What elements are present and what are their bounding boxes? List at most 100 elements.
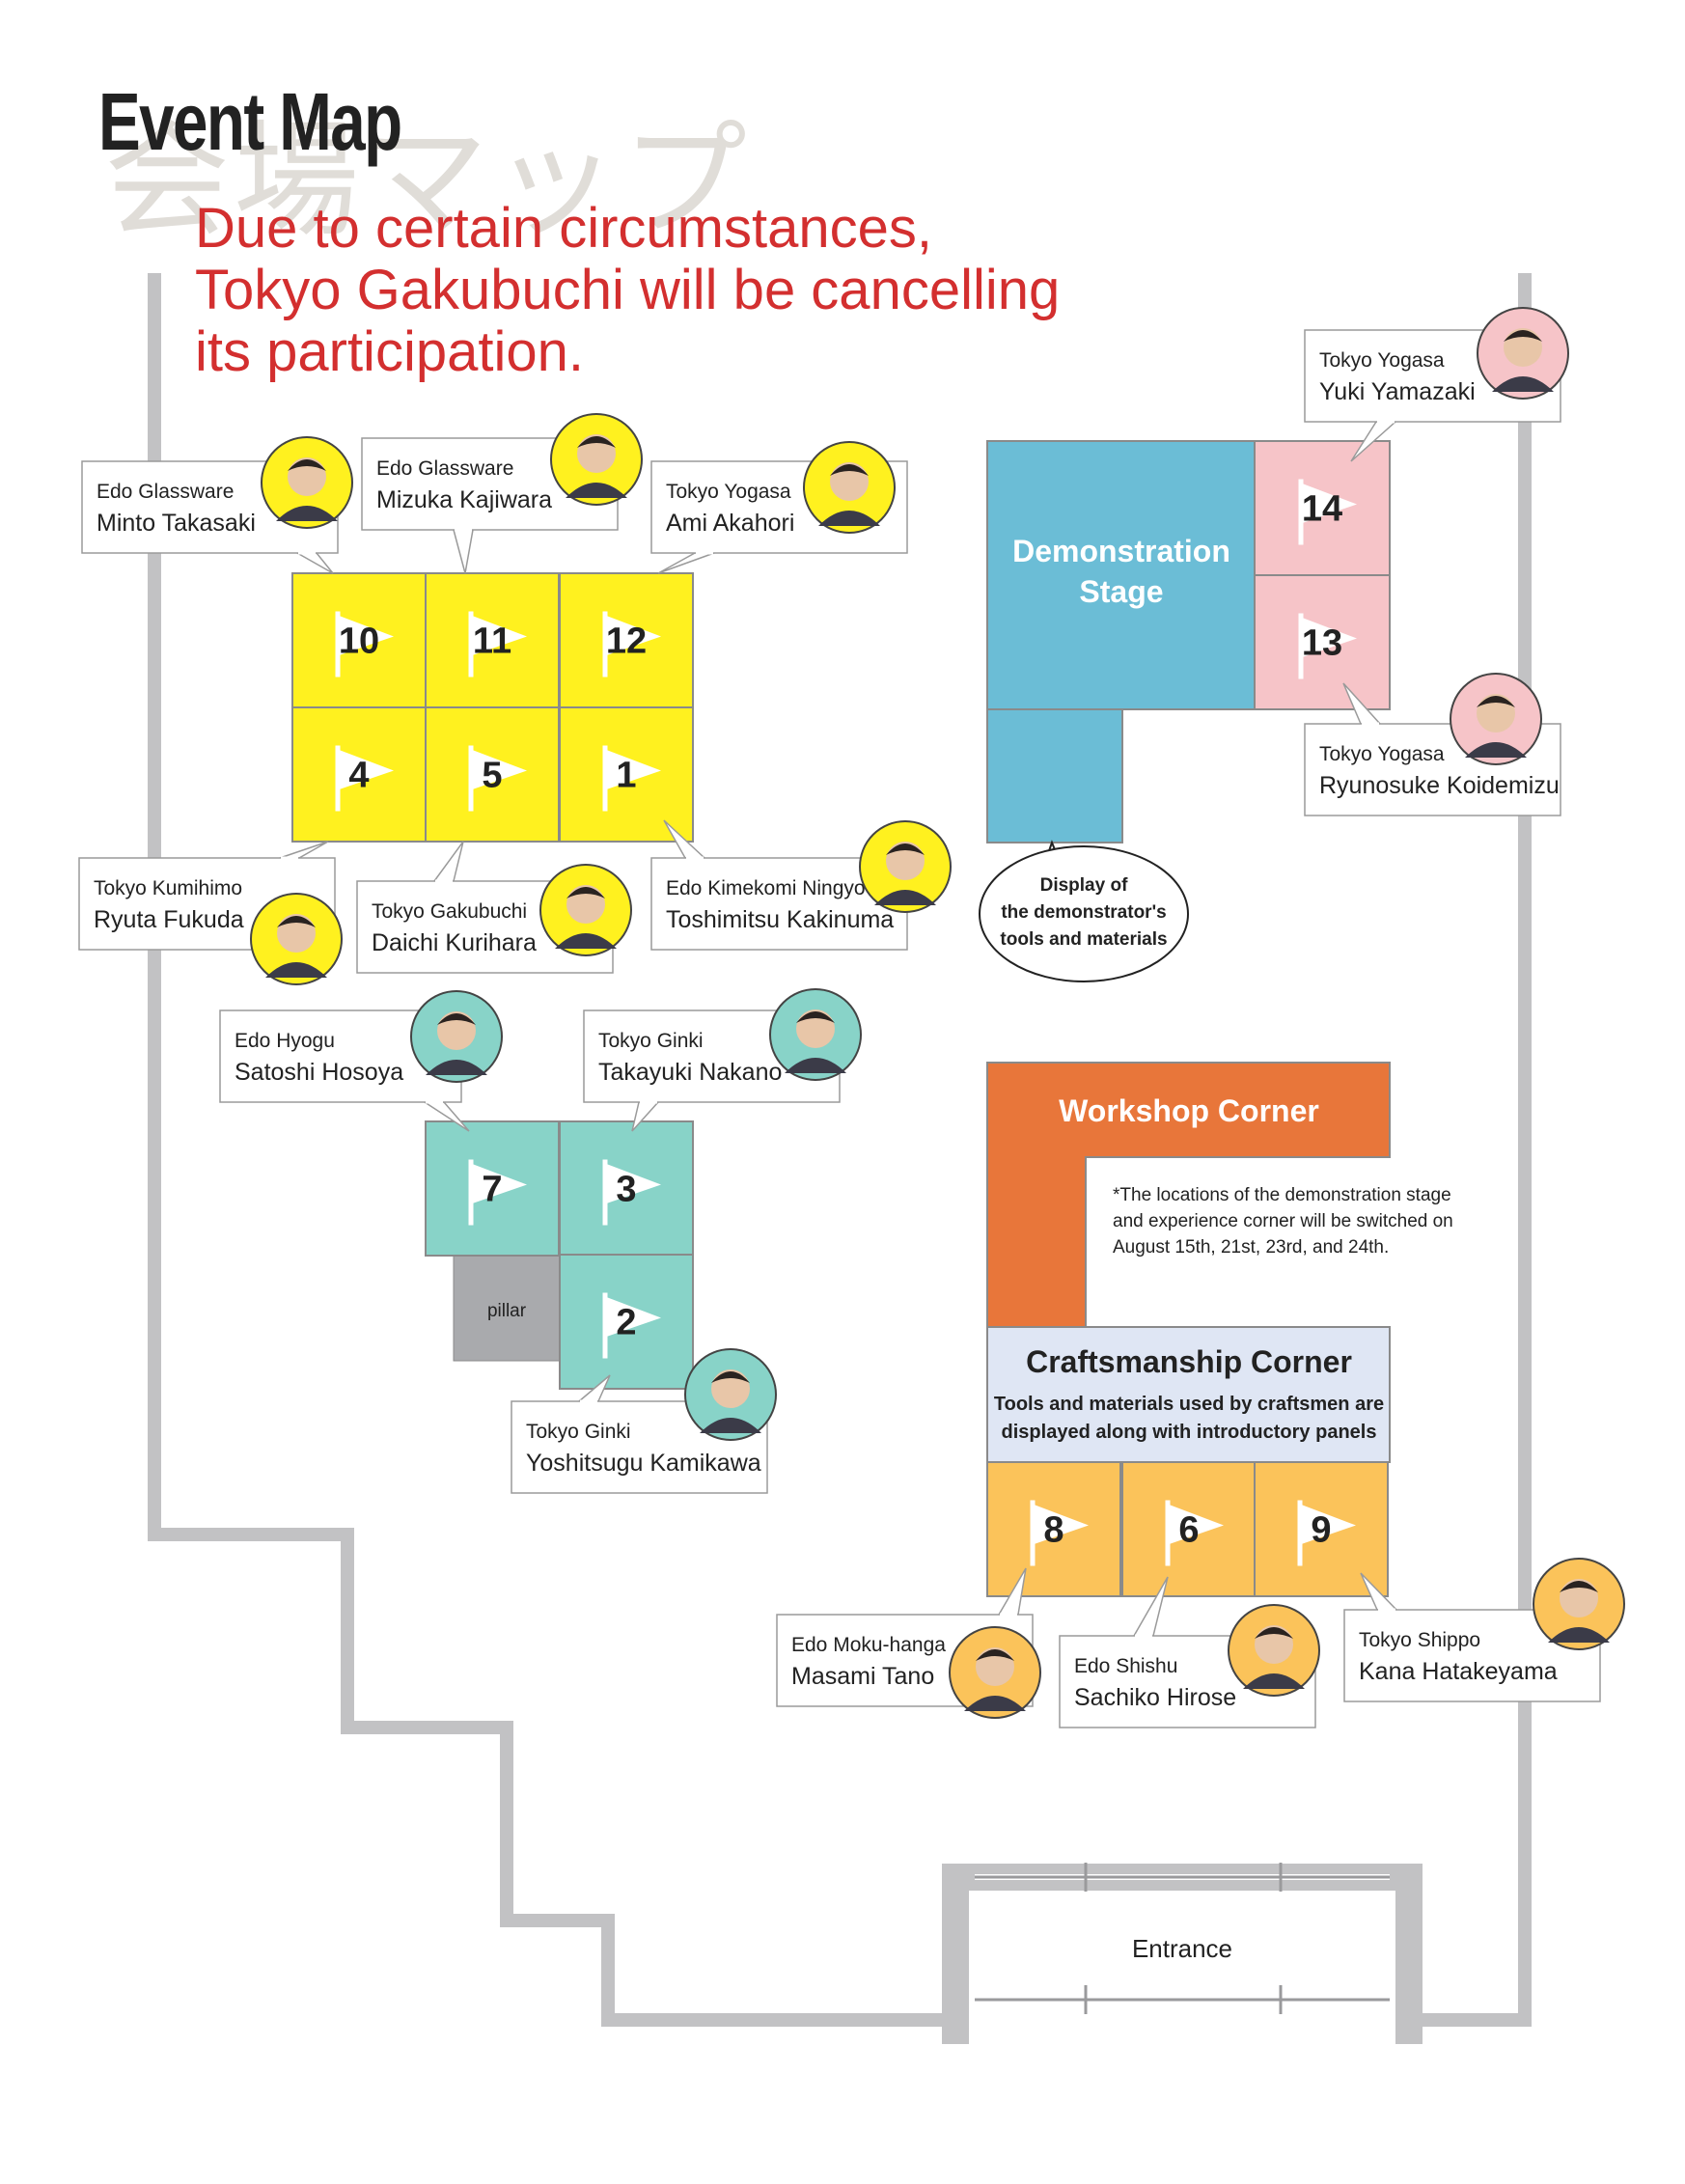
avatar <box>1450 673 1542 765</box>
flag-icon <box>602 1292 661 1359</box>
avatar <box>859 820 952 913</box>
workshop-note-line-1: *The locations of the demonstration stag… <box>1113 1185 1451 1205</box>
flag-icon <box>335 745 394 812</box>
flag-icon <box>335 611 394 677</box>
exhibitor-name: Ryuta Fukuda <box>94 906 244 933</box>
flag-icon <box>468 1159 527 1226</box>
flag-icon <box>468 745 527 812</box>
exhibitor-name: Toshimitsu Kakinuma <box>666 906 894 933</box>
booth-number: 4 <box>348 756 369 796</box>
avatar <box>1228 1604 1320 1697</box>
booth-number: 6 <box>1178 1510 1199 1551</box>
avatar <box>769 988 862 1081</box>
avatar <box>250 893 343 985</box>
avatar <box>1477 307 1569 400</box>
exhibitor-name: Kana Hatakeyama <box>1359 1658 1558 1685</box>
booth-number: 8 <box>1043 1510 1063 1551</box>
booth-4: 4 <box>291 706 427 843</box>
booth-13: 13 <box>1254 574 1391 710</box>
workshop-note-line-3: August 15th, 21st, 23rd, and 24th. <box>1113 1237 1389 1258</box>
booth-2: 2 <box>559 1254 694 1390</box>
avatar <box>410 990 503 1083</box>
workshop-corner-label: Workshop Corner <box>1059 1093 1319 1128</box>
craftsmanship-desc-line-1: Tools and materials used by craftsmen ar… <box>994 1394 1384 1415</box>
flag-icon <box>1298 613 1357 679</box>
flag-icon <box>602 1159 661 1226</box>
booth-number: 5 <box>482 756 502 796</box>
workshop-note-line-2: and experience corner will be switched o… <box>1113 1211 1453 1231</box>
flag-icon <box>602 745 661 812</box>
exhibitor-name: Minto Takasaki <box>97 510 256 537</box>
exhibitor-craft: Tokyo Yogasa <box>1319 349 1445 372</box>
exhibitor-name: Masami Tano <box>791 1663 934 1690</box>
entrance: Entrance <box>942 1863 1423 2044</box>
bubble-line-3: tools and materials <box>1000 929 1167 950</box>
bubble-line-2: the demonstrator's <box>1001 902 1166 923</box>
exhibitor-name: Satoshi Hosoya <box>235 1059 403 1086</box>
exhibitor-craft: Tokyo Yogasa <box>1319 743 1445 765</box>
notice-line-1: Due to certain circumstances, <box>195 197 932 260</box>
booth-3: 3 <box>559 1120 694 1257</box>
booth-number: 11 <box>473 622 511 662</box>
demonstration-stage: Demonstration Stage <box>986 440 1256 843</box>
flag-icon <box>1165 1500 1224 1566</box>
booth-11: 11 <box>425 572 560 708</box>
display-bubble: Display of the demonstrator's tools and … <box>979 840 1189 982</box>
exhibitor-name: Yuki Yamazaki <box>1319 378 1476 405</box>
exhibitor-craft: Edo Kimekomi Ningyo <box>666 877 866 899</box>
avatar <box>550 413 643 506</box>
exhibitor-craft: Edo Glassware <box>376 457 513 480</box>
page-title: Event Map <box>98 76 402 167</box>
booth-9: 9 <box>1254 1461 1389 1597</box>
avatar <box>261 436 353 529</box>
flag-icon <box>1298 479 1357 545</box>
exhibitor-craft: Edo Hyogu <box>235 1030 335 1052</box>
booth-number: 13 <box>1302 623 1342 664</box>
workshop-corner: Workshop Corner *The locations of the de… <box>986 1062 1453 1328</box>
booth-number: 1 <box>616 756 636 796</box>
exhibitor-craft: Tokyo Gakubuchi <box>372 900 527 923</box>
pillar-label: pillar <box>487 1301 527 1321</box>
booth-number: 3 <box>616 1170 636 1210</box>
exhibitor-craft: Tokyo Kumihimo <box>94 877 242 899</box>
exhibitor-craft: Tokyo Ginki <box>598 1030 704 1052</box>
cancellation-notice: Due to certain circumstances, Tokyo Gaku… <box>195 198 1257 383</box>
booth-8: 8 <box>986 1461 1121 1597</box>
booth-number: 9 <box>1311 1510 1331 1551</box>
exhibitor-craft: Edo Moku-hanga <box>791 1634 946 1656</box>
exhibitor-name: Ami Akahori <box>666 510 794 537</box>
flag-icon <box>1297 1500 1356 1566</box>
right-wall <box>1409 273 1532 2027</box>
booth-number: 10 <box>339 622 379 662</box>
exhibitor-name: Takayuki Nakano <box>598 1059 782 1086</box>
booth-10: 10 <box>291 572 427 708</box>
exhibitor-name: Mizuka Kajiwara <box>376 486 552 513</box>
notice-line-3: its participation. <box>195 320 584 383</box>
avatar <box>684 1348 777 1441</box>
exhibitor-name: Yoshitsugu Kamikawa <box>526 1450 761 1477</box>
pillar: pillar <box>453 1254 561 1362</box>
exhibitor-craft: Tokyo Shippo <box>1359 1629 1480 1651</box>
exhibitor-craft: Tokyo Yogasa <box>666 481 791 503</box>
exhibitor-craft: Tokyo Ginki <box>526 1421 631 1443</box>
booth-1: 1 <box>559 706 694 843</box>
exhibitor-name: Sachiko Hirose <box>1074 1684 1236 1711</box>
left-wall <box>148 273 955 2027</box>
booth-number: 2 <box>616 1303 636 1343</box>
exhibitor-craft: Edo Glassware <box>97 481 234 503</box>
booth-7: 7 <box>425 1120 560 1257</box>
